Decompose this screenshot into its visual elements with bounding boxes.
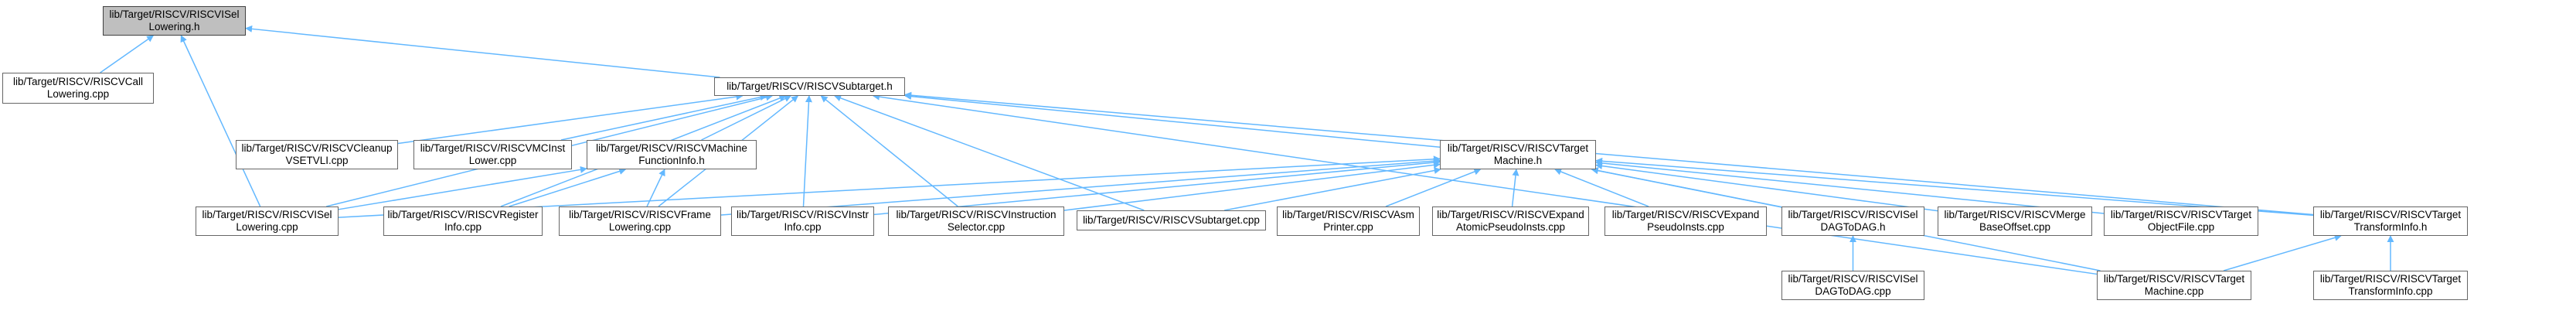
node-riscv-target-object-file-cpp[interactable]: lib/Target/RISCV/RISCVTarget ObjectFile.… (2104, 206, 2258, 236)
edge-riscv_expand_atomic_pseudo_insts_cpp-to-riscv_target_machine_h (1511, 169, 1519, 207)
node-riscv-merge-base-offset-cpp[interactable]: lib/Target/RISCV/RISCVMerge BaseOffset.c… (1938, 206, 2092, 236)
edge-riscv_target_machine_cpp-to-riscv_subtarget_h (873, 93, 2098, 275)
node-riscv-target-transform-info-h[interactable]: lib/Target/RISCV/RISCVTarget TransformIn… (2313, 206, 2468, 236)
node-riscv-target-machine-h[interactable]: lib/Target/RISCV/RISCVTarget Machine.h (1440, 140, 1596, 169)
edge-riscv_register_info_cpp-to-riscv_machine_function_info_h (509, 168, 627, 207)
node-riscv-expand-pseudo-insts-cpp[interactable]: lib/Target/RISCV/RISCVExpand PseudoInsts… (1604, 206, 1767, 236)
node-riscv-call-lowering-cpp[interactable]: lib/Target/RISCV/RISCVCall Lowering.cpp (2, 73, 154, 104)
edge-riscv_isel_lowering_cpp-to-riscv_isel_lowering_h (180, 35, 261, 207)
node-riscv-expand-atomic-pseudo-insts-cpp[interactable]: lib/Target/RISCV/RISCVExpand AtomicPseud… (1432, 206, 1589, 236)
node-riscv-register-info-cpp[interactable]: lib/Target/RISCV/RISCVRegister Info.cpp (383, 206, 543, 236)
edge-riscv_target_machine_cpp-to-riscv_target_transform_info_h (2223, 234, 2342, 271)
node-riscv-asm-printer-cpp[interactable]: lib/Target/RISCV/RISCVAsm Printer.cpp (1277, 206, 1420, 236)
edge-riscv_instruction_selector_cpp-to-riscv_subtarget_h (820, 95, 958, 207)
node-riscv-subtarget-cpp[interactable]: lib/Target/RISCV/RISCVSubtarget.cpp (1077, 210, 1266, 230)
node-riscv-target-machine-cpp[interactable]: lib/Target/RISCV/RISCVTarget Machine.cpp (2097, 271, 2251, 300)
node-riscv-instr-info-cpp[interactable]: lib/Target/RISCV/RISCVInstr Info.cpp (731, 206, 874, 236)
node-riscv-isel-lowering-cpp[interactable]: lib/Target/RISCV/RISCVISel Lowering.cpp (196, 206, 339, 236)
edge-riscv_instr_info_cpp-to-riscv_subtarget_h (802, 95, 812, 207)
edge-riscv_target_object_file_cpp-to-riscv_target_machine_h (1595, 159, 2105, 214)
node-riscv-mc-inst-lower-cpp[interactable]: lib/Target/RISCV/RISCVMCInst Lower.cpp (413, 140, 572, 169)
node-riscv-frame-lowering-cpp[interactable]: lib/Target/RISCV/RISCVFrame Lowering.cpp (559, 206, 721, 236)
edge-riscv_target_transform_info_h-to-riscv_subtarget_h (904, 91, 2314, 216)
edge-riscv_instr_info_cpp-to-riscv_target_machine_h (873, 159, 1441, 216)
edge-riscv_merge_base_offset_cpp-to-riscv_target_machine_h (1595, 162, 1938, 212)
node-riscv-machine-function-info-h[interactable]: lib/Target/RISCV/RISCVMachine FunctionIn… (587, 140, 757, 169)
node-riscv-target-transform-info-cpp[interactable]: lib/Target/RISCV/RISCVTarget TransformIn… (2313, 271, 2468, 300)
edge-riscv_subtarget_cpp-to-riscv_target_machine_h (1223, 167, 1441, 211)
edge-riscv_machine_function_info_h-to-riscv_subtarget_h (701, 95, 791, 141)
edge-riscv_target_machine_h-to-riscv_subtarget_h (904, 93, 1441, 148)
node-riscv-instruction-selector-cpp[interactable]: lib/Target/RISCV/RISCVInstruction Select… (888, 206, 1064, 236)
edge-riscv_expand_pseudo_insts_cpp-to-riscv_target_machine_h (1554, 168, 1649, 207)
edge-riscv_frame_lowering_cpp-to-riscv_target_machine_h (720, 157, 1441, 216)
node-riscv-cleanup-vsetvli-cpp[interactable]: lib/Target/RISCV/RISCVCleanup VSETVLI.cp… (236, 140, 398, 169)
edge-riscv_cleanup_vsetvli_cpp-to-riscv_subtarget_h (397, 93, 744, 145)
edge-riscv_isel_lowering_cpp-to-riscv_machine_function_info_h (338, 166, 587, 210)
node-riscv-isel-dag-to-dag-cpp[interactable]: lib/Target/RISCV/RISCVISel DAGToDAG.cpp (1781, 271, 1924, 300)
edge-riscv_asm_printer_cpp-to-riscv_target_machine_h (1385, 168, 1482, 207)
node-riscv-isel-dag-to-dag-h[interactable]: lib/Target/RISCV/RISCVISel DAGToDAG.h (1781, 206, 1924, 236)
node-riscv-subtarget-h[interactable]: lib/Target/RISCV/RISCVSubtarget.h (714, 77, 905, 96)
edge-riscv_call_lowering_cpp-to-riscv_isel_lowering_h (100, 35, 155, 73)
edge-riscv_mc_inst_lower_cpp-to-riscv_subtarget_h (560, 94, 767, 141)
node-riscv-isel-lowering-h[interactable]: lib/Target/RISCV/RISCVISel Lowering.h (103, 6, 246, 36)
edge-riscv_target_transform_info_h-to-riscv_target_machine_h (1595, 157, 2314, 217)
edge-riscv_subtarget_h-to-riscv_isel_lowering_h (245, 25, 720, 78)
edge-riscv_subtarget_cpp-to-riscv_subtarget_h (834, 94, 1145, 211)
edge-riscv_instruction_selector_cpp-to-riscv_target_machine_h (1063, 161, 1441, 211)
